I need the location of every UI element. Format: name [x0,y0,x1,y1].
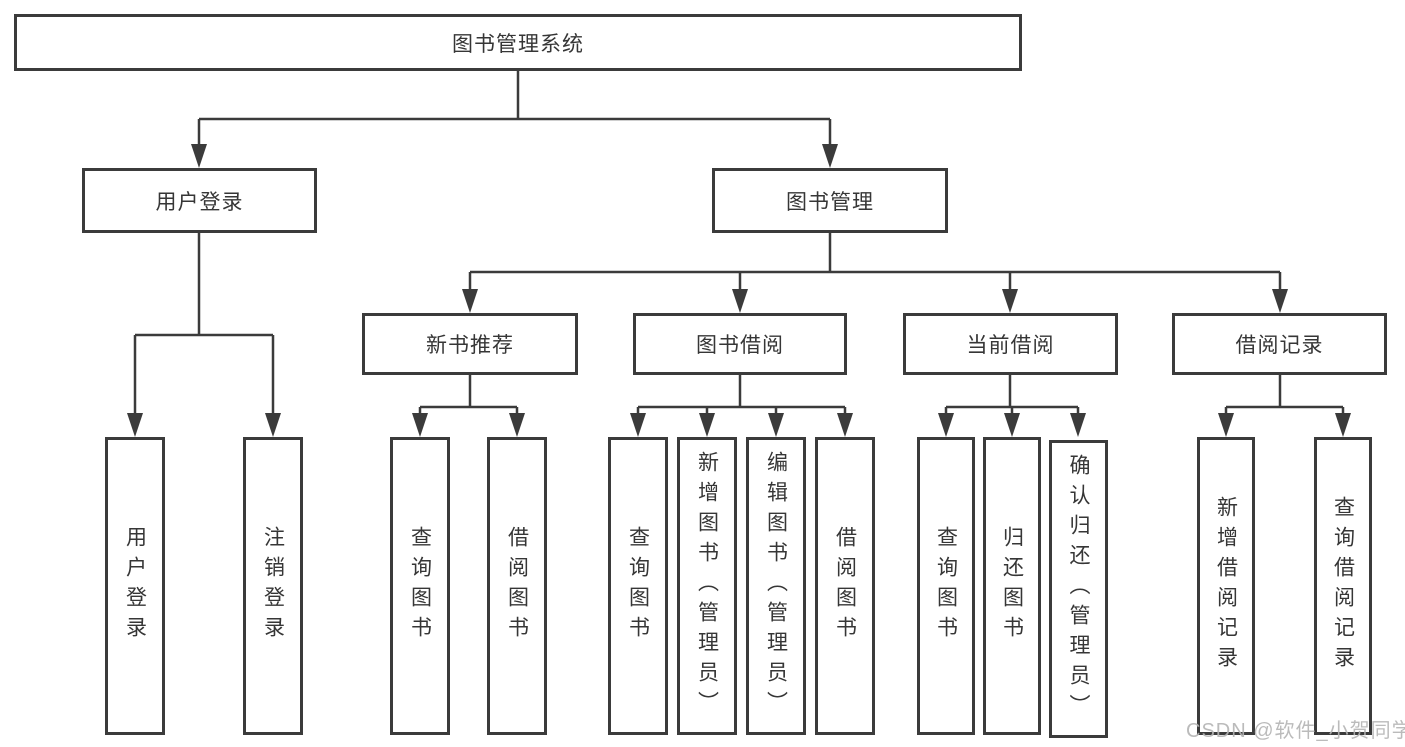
node-label: 查询图书 [934,526,958,646]
node-book-borrowing: 图书借阅 [633,313,847,375]
node-label: 用户登录 [123,526,147,646]
node-label: 确认归还（管理员） [1067,454,1090,724]
node-borrow-books-1: 借阅图书 [487,437,547,735]
node-user-login: 用户登录 [105,437,165,735]
node-label: 归还图书 [1000,526,1024,646]
node-add-borrow-record: 新增借阅记录 [1197,437,1255,735]
node-query-books-3: 查询图书 [917,437,975,735]
node-return-books: 归还图书 [983,437,1041,735]
node-label: 查询图书 [626,526,650,646]
node-label: 查询图书 [408,526,432,646]
node-label: 新增图书（管理员） [695,451,719,721]
node-query-books-1: 查询图书 [390,437,450,735]
node-borrowing-records: 借阅记录 [1172,313,1387,375]
node-current-borrowing: 当前借阅 [903,313,1118,375]
node-root: 图书管理系统 [14,14,1022,71]
node-label: 新增借阅记录 [1214,496,1238,676]
node-edit-books-admin: 编辑图书（管理员） [746,437,806,735]
node-query-borrow-record: 查询借阅记录 [1314,437,1372,735]
node-confirm-return-admin: 确认归还（管理员） [1049,440,1108,738]
csdn-watermark: CSDN @软件_小贺同学 [1186,720,1405,742]
node-label: 借阅图书 [833,526,857,646]
node-book-management: 图书管理 [712,168,948,233]
node-borrow-books-2: 借阅图书 [815,437,875,735]
node-user-login-group: 用户登录 [82,168,317,233]
arrowheads [127,144,1351,437]
node-label: 编辑图书（管理员） [764,451,788,721]
node-label: 借阅图书 [505,526,529,646]
node-add-books-admin: 新增图书（管理员） [677,437,737,735]
node-new-book-recommend: 新书推荐 [362,313,578,375]
node-logout: 注销登录 [243,437,303,735]
node-label: 查询借阅记录 [1331,496,1355,676]
node-label: 注销登录 [261,526,285,646]
node-query-books-2: 查询图书 [608,437,668,735]
